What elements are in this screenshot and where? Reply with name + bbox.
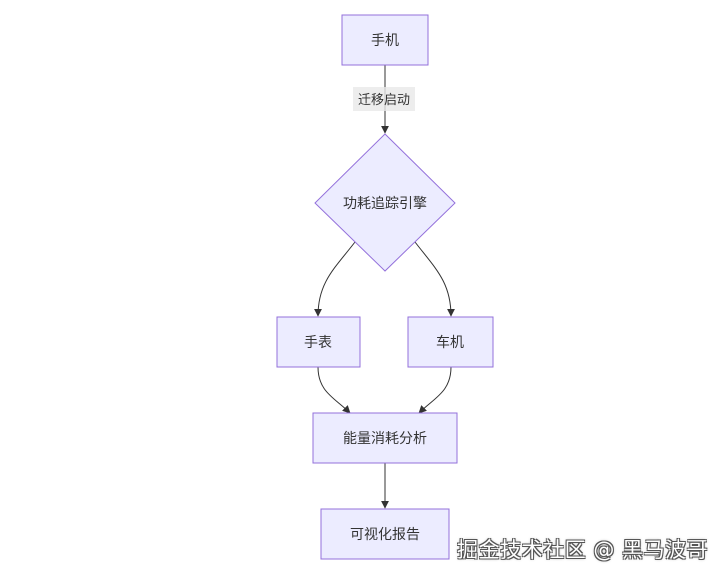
node-phone-label: 手机 — [371, 33, 399, 49]
node-phone: 手机 — [341, 14, 429, 66]
node-car-box — [407, 316, 494, 368]
edge-watch-to-analysis — [317, 366, 351, 414]
node-analysis-label: 能量消耗分析 — [343, 431, 427, 447]
node-report: 可视化报告 — [320, 508, 450, 560]
node-report-box — [320, 508, 450, 560]
node-phone-box — [341, 14, 429, 66]
node-car-label: 车机 — [436, 334, 464, 351]
node-analysis-box — [312, 412, 458, 464]
node-car: 车机 — [407, 316, 494, 368]
edge-label-text: 迁移启动 — [358, 93, 410, 108]
edge-label-background — [353, 87, 415, 111]
edge-car-to-analysis — [418, 366, 452, 414]
edge-engine-to-watch — [314, 241, 356, 317]
edge-label-migrate: 迁移启动 — [353, 87, 415, 111]
node-analysis: 能量消耗分析 — [312, 412, 458, 464]
node-watch-box — [276, 316, 361, 368]
edge-engine-to-car — [414, 241, 455, 317]
node-engine: 功耗追踪引擎 — [314, 133, 456, 272]
node-engine-label: 功耗追踪引擎 — [343, 196, 427, 212]
node-engine-diamond — [314, 133, 456, 272]
node-report-label: 可视化报告 — [350, 527, 420, 543]
node-watch: 手表 — [276, 316, 361, 368]
node-watch-label: 手表 — [304, 335, 332, 351]
edges — [314, 65, 455, 509]
watermark: 掘金技术社区 @ 黑马波哥 — [457, 538, 708, 562]
